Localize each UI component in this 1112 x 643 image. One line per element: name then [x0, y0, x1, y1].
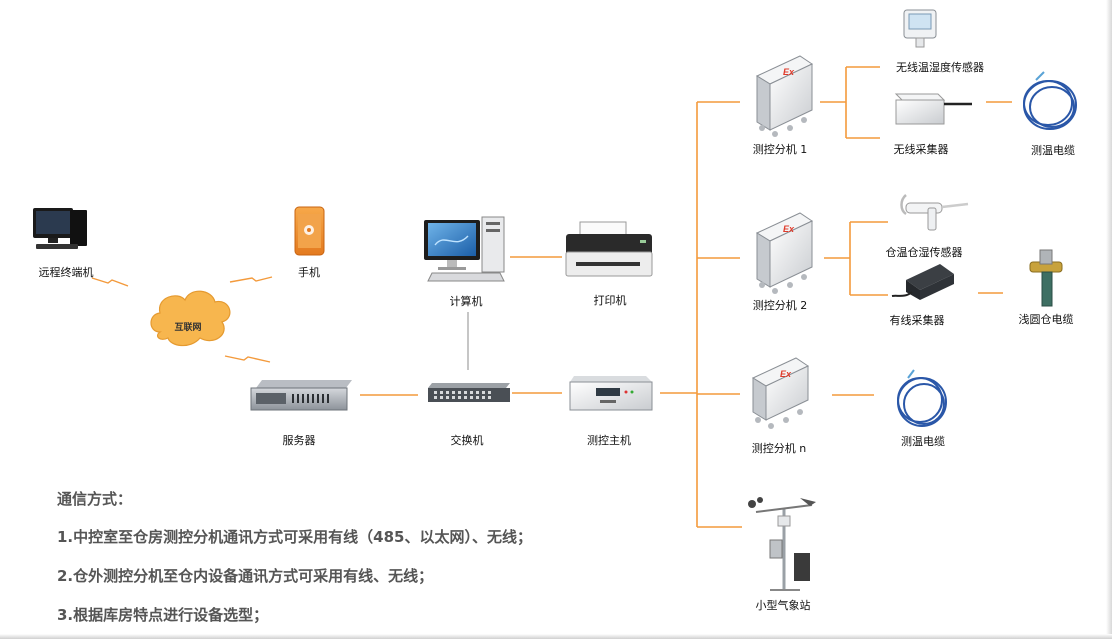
- temp-cable-1-label: 测温电缆: [1031, 144, 1075, 157]
- wireless-link-terminal: [91, 277, 129, 287]
- notes-item-2: 2.仓外测控分机至仓内设备通讯方式可采用有线、无线；: [57, 567, 434, 585]
- wire-branch2-bus: [824, 221, 888, 296]
- computer-label: 计算机: [449, 295, 483, 308]
- branch-2-ex-mark: Ex: [783, 224, 795, 234]
- notes-item-3: 3.根据库房特点进行设备选型；: [57, 606, 269, 624]
- temp-cable-n-label: 测温电缆: [901, 435, 945, 448]
- control-host-label: 测控主机: [587, 434, 631, 447]
- remote-terminal-label: 远程终端机: [38, 266, 94, 279]
- switch-label: 交换机: [450, 434, 484, 447]
- branch-2-label: 测控分机 2: [752, 299, 808, 312]
- temp-cable-1-icon: [1023, 71, 1077, 130]
- wireless-link-phone: [229, 276, 273, 283]
- storage-th-sensor-icon: [900, 194, 969, 231]
- branch-1-ex-mark: Ex: [783, 67, 795, 77]
- wireless-collector-label: 无线采集器: [893, 143, 949, 156]
- switch-icon: [428, 383, 510, 402]
- connection-lines: [91, 66, 1012, 528]
- internet-cloud-icon: [150, 290, 231, 347]
- wire-branch1-bus: [820, 66, 880, 139]
- page-bottom-shadow: [0, 634, 1112, 639]
- server-label: 服务器: [282, 434, 316, 447]
- storage-th-sensor-label: 仓温仓湿传感器: [885, 246, 963, 259]
- branch-2-enclosure-icon: [755, 212, 814, 294]
- branch-n-enclosure-icon: [751, 357, 810, 429]
- wireless-collector-icon: [894, 93, 972, 125]
- internet-label: 互联网: [174, 323, 202, 333]
- wire-trunk: [660, 102, 698, 527]
- notes-title: 通信方式：: [57, 490, 133, 508]
- branch-n-label: 测控分机 n: [751, 442, 807, 455]
- branch-1-enclosure-icon: [755, 55, 814, 137]
- notes-item-1: 1.中控室至仓房测控分机通讯方式可采用有线（485、以太网）、无线；: [57, 528, 532, 546]
- server-icon: [250, 380, 352, 411]
- page-edge-shadow: [1106, 0, 1112, 639]
- phone-label: 手机: [298, 266, 320, 279]
- wired-collector-icon: [891, 264, 954, 300]
- computer-icon: [424, 216, 505, 282]
- remote-terminal-icon: [33, 208, 87, 249]
- branch-n-ex-mark: Ex: [780, 369, 792, 379]
- shallow-cable-icon: [1029, 249, 1063, 307]
- weather-station-icon: [748, 497, 816, 591]
- control-host-icon: [569, 376, 653, 411]
- printer-label: 打印机: [593, 294, 627, 307]
- printer-icon: [565, 221, 653, 277]
- temp-cable-n-icon: [897, 369, 947, 427]
- wireless-th-sensor-label: 无线温湿度传感器: [896, 61, 984, 74]
- branch-1-label: 测控分机 1: [752, 143, 808, 156]
- wired-collector-label: 有线采集器: [889, 314, 945, 327]
- weather-station-label: 小型气象站: [755, 599, 811, 612]
- phone-icon: [294, 206, 325, 256]
- wireless-th-sensor-icon: [903, 9, 937, 48]
- wireless-link-server: [224, 355, 271, 363]
- shallow-cable-label: 浅圆仓电缆: [1018, 313, 1074, 326]
